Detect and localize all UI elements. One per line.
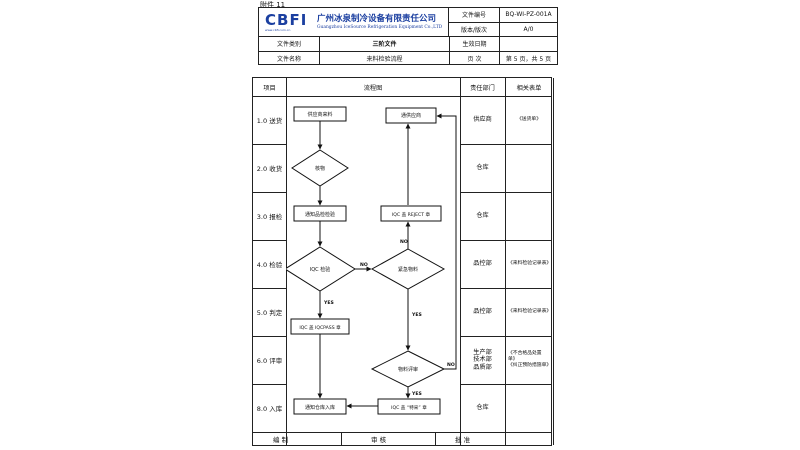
- doc-name-label: 文件名称: [276, 55, 301, 63]
- effective-date-label: 生效日期: [449, 37, 499, 52]
- flow-text-material-review: 物料评审: [398, 366, 418, 373]
- row-item-judgement: 5.0 判定: [256, 309, 283, 317]
- row-forms-report: [505, 192, 553, 240]
- row-forms-delivery: 《送货单》: [517, 116, 541, 122]
- row-resp-judgement: 品控部: [473, 308, 492, 316]
- page-value: 第 5 页，共 5 页: [499, 51, 557, 65]
- procedure-table: 项目 流程图 责任部门 相关表单 1.0 送货 供应商 《送货单》 2.0 收货…: [252, 77, 554, 446]
- row-item-receiving: 2.0 收货: [256, 165, 283, 173]
- flow-text-iqc-pass: IQC 盖 IQCPASS 章: [299, 324, 341, 331]
- doc-no-value: BQ-WI-PZ-001A: [499, 8, 557, 23]
- row-resp-report: 仓库: [476, 212, 489, 220]
- flow-text-check-goods: 核物: [315, 165, 325, 172]
- col-header-forms: 相关表单: [516, 84, 542, 92]
- company-name-en: Guangzhou IceSource Refrigeration Equipm…: [317, 25, 443, 30]
- flow-label-yes-special: YES: [411, 391, 422, 397]
- company-logo-subtext: www.cbfi.com.cn: [265, 28, 291, 32]
- row-resp-receiving: 仓库: [476, 164, 489, 172]
- flow-text-notify-warehouse: 通知仓库入库: [305, 404, 335, 411]
- flow-node-notify-return: [385, 107, 437, 124]
- inspection-flowchart: 供应商来料 核物 通知品检检验 IQC 检验 IQC 盖 IQCPASS 章 通…: [286, 106, 457, 415]
- flow-label-yes-pass: YES: [323, 300, 334, 306]
- flow-text-iqc-special: IQC 盖 “特采” 章: [391, 404, 427, 411]
- col-header-flow: 流程图: [363, 84, 383, 92]
- doc-no-label: 文件编号: [449, 8, 499, 23]
- flow-label-no-reject: NO: [400, 239, 408, 245]
- row-item-inspection: 4.0 检验: [256, 261, 283, 269]
- row-forms-inspection: 《来料检验记录表》: [508, 260, 552, 266]
- row-item-delivery: 1.0 送货: [256, 117, 283, 125]
- document-header: CBFI www.cbfi.com.cn 广州冰泉制冷设备有限责任公司 Guan…: [258, 7, 558, 65]
- flow-text-iqc-reject: IQC 盖 REJECT 章: [392, 211, 431, 218]
- row-forms-storage: [505, 384, 553, 432]
- row-resp-delivery: 供应商: [473, 116, 492, 124]
- footer-prepared: 编 制: [273, 436, 289, 444]
- company-logo-cell: CBFI www.cbfi.com.cn 广州冰泉制冷设备有限责任公司 Guan…: [259, 8, 449, 37]
- row-resp-inspection: 品控部: [473, 260, 492, 268]
- flow-text-notify-inspection: 通知品检检验: [305, 211, 335, 218]
- category-value: 三阶文件: [319, 37, 449, 52]
- category-label: 文件类别: [259, 37, 319, 52]
- row-item-storage: 8.0 入库: [256, 405, 283, 413]
- flow-label-no-urgent: NO: [360, 262, 368, 268]
- effective-date-value: [499, 37, 557, 52]
- doc-name-value: 来料检验流程: [319, 51, 449, 65]
- row-forms-receiving: [505, 144, 553, 192]
- col-header-resp: 责任部门: [470, 84, 495, 92]
- attachment-label: 附件 11: [260, 1, 286, 9]
- footer-reviewed: 审 核: [371, 436, 387, 444]
- row-item-report: 3.0 报检: [256, 213, 283, 221]
- flow-text-urgent-material: 紧急物料: [398, 266, 418, 273]
- flow-node-notify-warehouse: [293, 398, 347, 415]
- flow-node-iqc-reject: [380, 205, 442, 222]
- version-value: A/0: [499, 22, 557, 37]
- flow-text-notify-return: 通供应商: [401, 112, 421, 119]
- flow-label-no-loop: NO: [447, 362, 455, 368]
- page-label: 页 次: [449, 51, 499, 65]
- row-item-review: 6.0 评审: [256, 357, 283, 365]
- flow-text-supplier-delivery: 供应商来料: [307, 111, 332, 118]
- row-forms-review: 《不合格品处置单》 《纠正预防措施单》: [508, 350, 552, 369]
- footer-approved: 批 准: [455, 436, 471, 444]
- version-label: 版本/版次: [449, 23, 499, 37]
- company-logo: CBFI: [265, 11, 308, 29]
- flow-text-iqc-inspect: IQC 检验: [310, 266, 331, 273]
- row-resp-storage: 仓库: [476, 404, 489, 412]
- company-name-cn: 广州冰泉制冷设备有限责任公司: [317, 14, 437, 24]
- flow-label-yes-review: YES: [411, 312, 422, 318]
- row-forms-judgement: 《来料检验记录表》: [508, 308, 552, 314]
- col-header-item: 项目: [263, 84, 276, 92]
- row-resp-review: 生产部 技术部 品质部: [473, 348, 492, 371]
